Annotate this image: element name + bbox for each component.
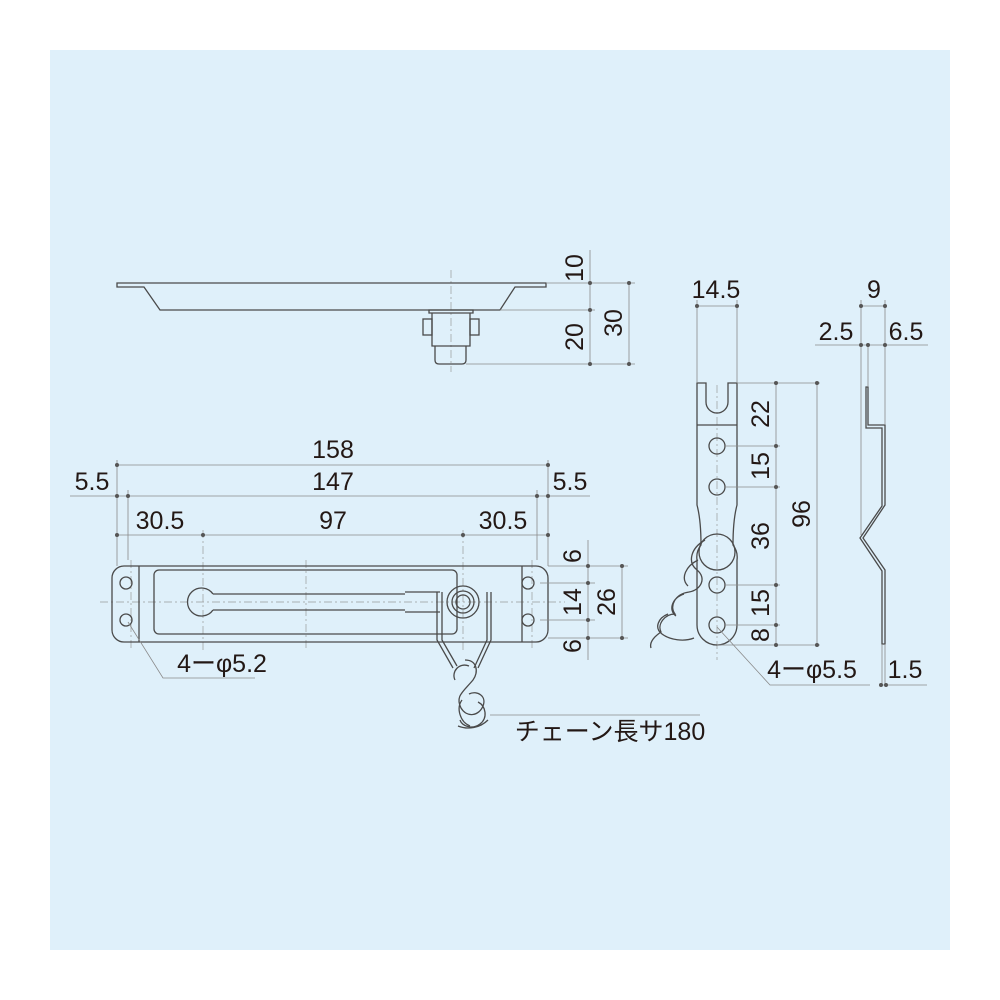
dim-36: 36 [747, 522, 775, 550]
dim-158: 158 [312, 436, 354, 464]
front-view: 158 147 5.5 5.5 30.5 97 30.5 6 14 26 6 4… [70, 436, 705, 746]
dim-20: 20 [561, 323, 589, 351]
dim-1-5: 1.5 [888, 656, 923, 684]
dim-14-5: 14.5 [692, 276, 741, 304]
side-view: 14.5 22 15 36 15 8 96 4ーφ5.5 [649, 276, 870, 686]
dim-14: 14 [559, 588, 587, 616]
dim-6-5: 6.5 [889, 318, 924, 346]
profile-view: 9 2.5 6.5 1.5 [815, 276, 928, 687]
dim-30-5-right: 30.5 [479, 507, 528, 535]
dim-22: 22 [747, 400, 775, 428]
dim-97: 97 [319, 507, 347, 535]
dim-26: 26 [593, 588, 621, 616]
dim-5-5-left: 5.5 [75, 468, 110, 496]
dim-8: 8 [747, 628, 775, 642]
dim-15-upper: 15 [747, 452, 775, 480]
hole-note-5-2: 4ーφ5.2 [177, 650, 267, 678]
dim-6-bottom: 6 [559, 639, 587, 653]
hole-note-5-5: 4ーφ5.5 [767, 656, 857, 684]
dim-15-lower: 15 [747, 589, 775, 617]
dim-5-5-right: 5.5 [553, 468, 588, 496]
top-view: 10 20 30 [116, 250, 635, 372]
dim-96: 96 [788, 500, 816, 528]
dim-30-5-left: 30.5 [136, 507, 185, 535]
dim-147: 147 [312, 468, 354, 496]
chain-length-note: チェーン長サ180 [515, 718, 705, 746]
drawing-panel [50, 50, 950, 950]
dim-6-top: 6 [559, 549, 587, 563]
dim-30: 30 [600, 309, 628, 337]
dim-10: 10 [561, 254, 589, 282]
dim-9: 9 [867, 276, 881, 304]
dim-2-5: 2.5 [819, 318, 854, 346]
